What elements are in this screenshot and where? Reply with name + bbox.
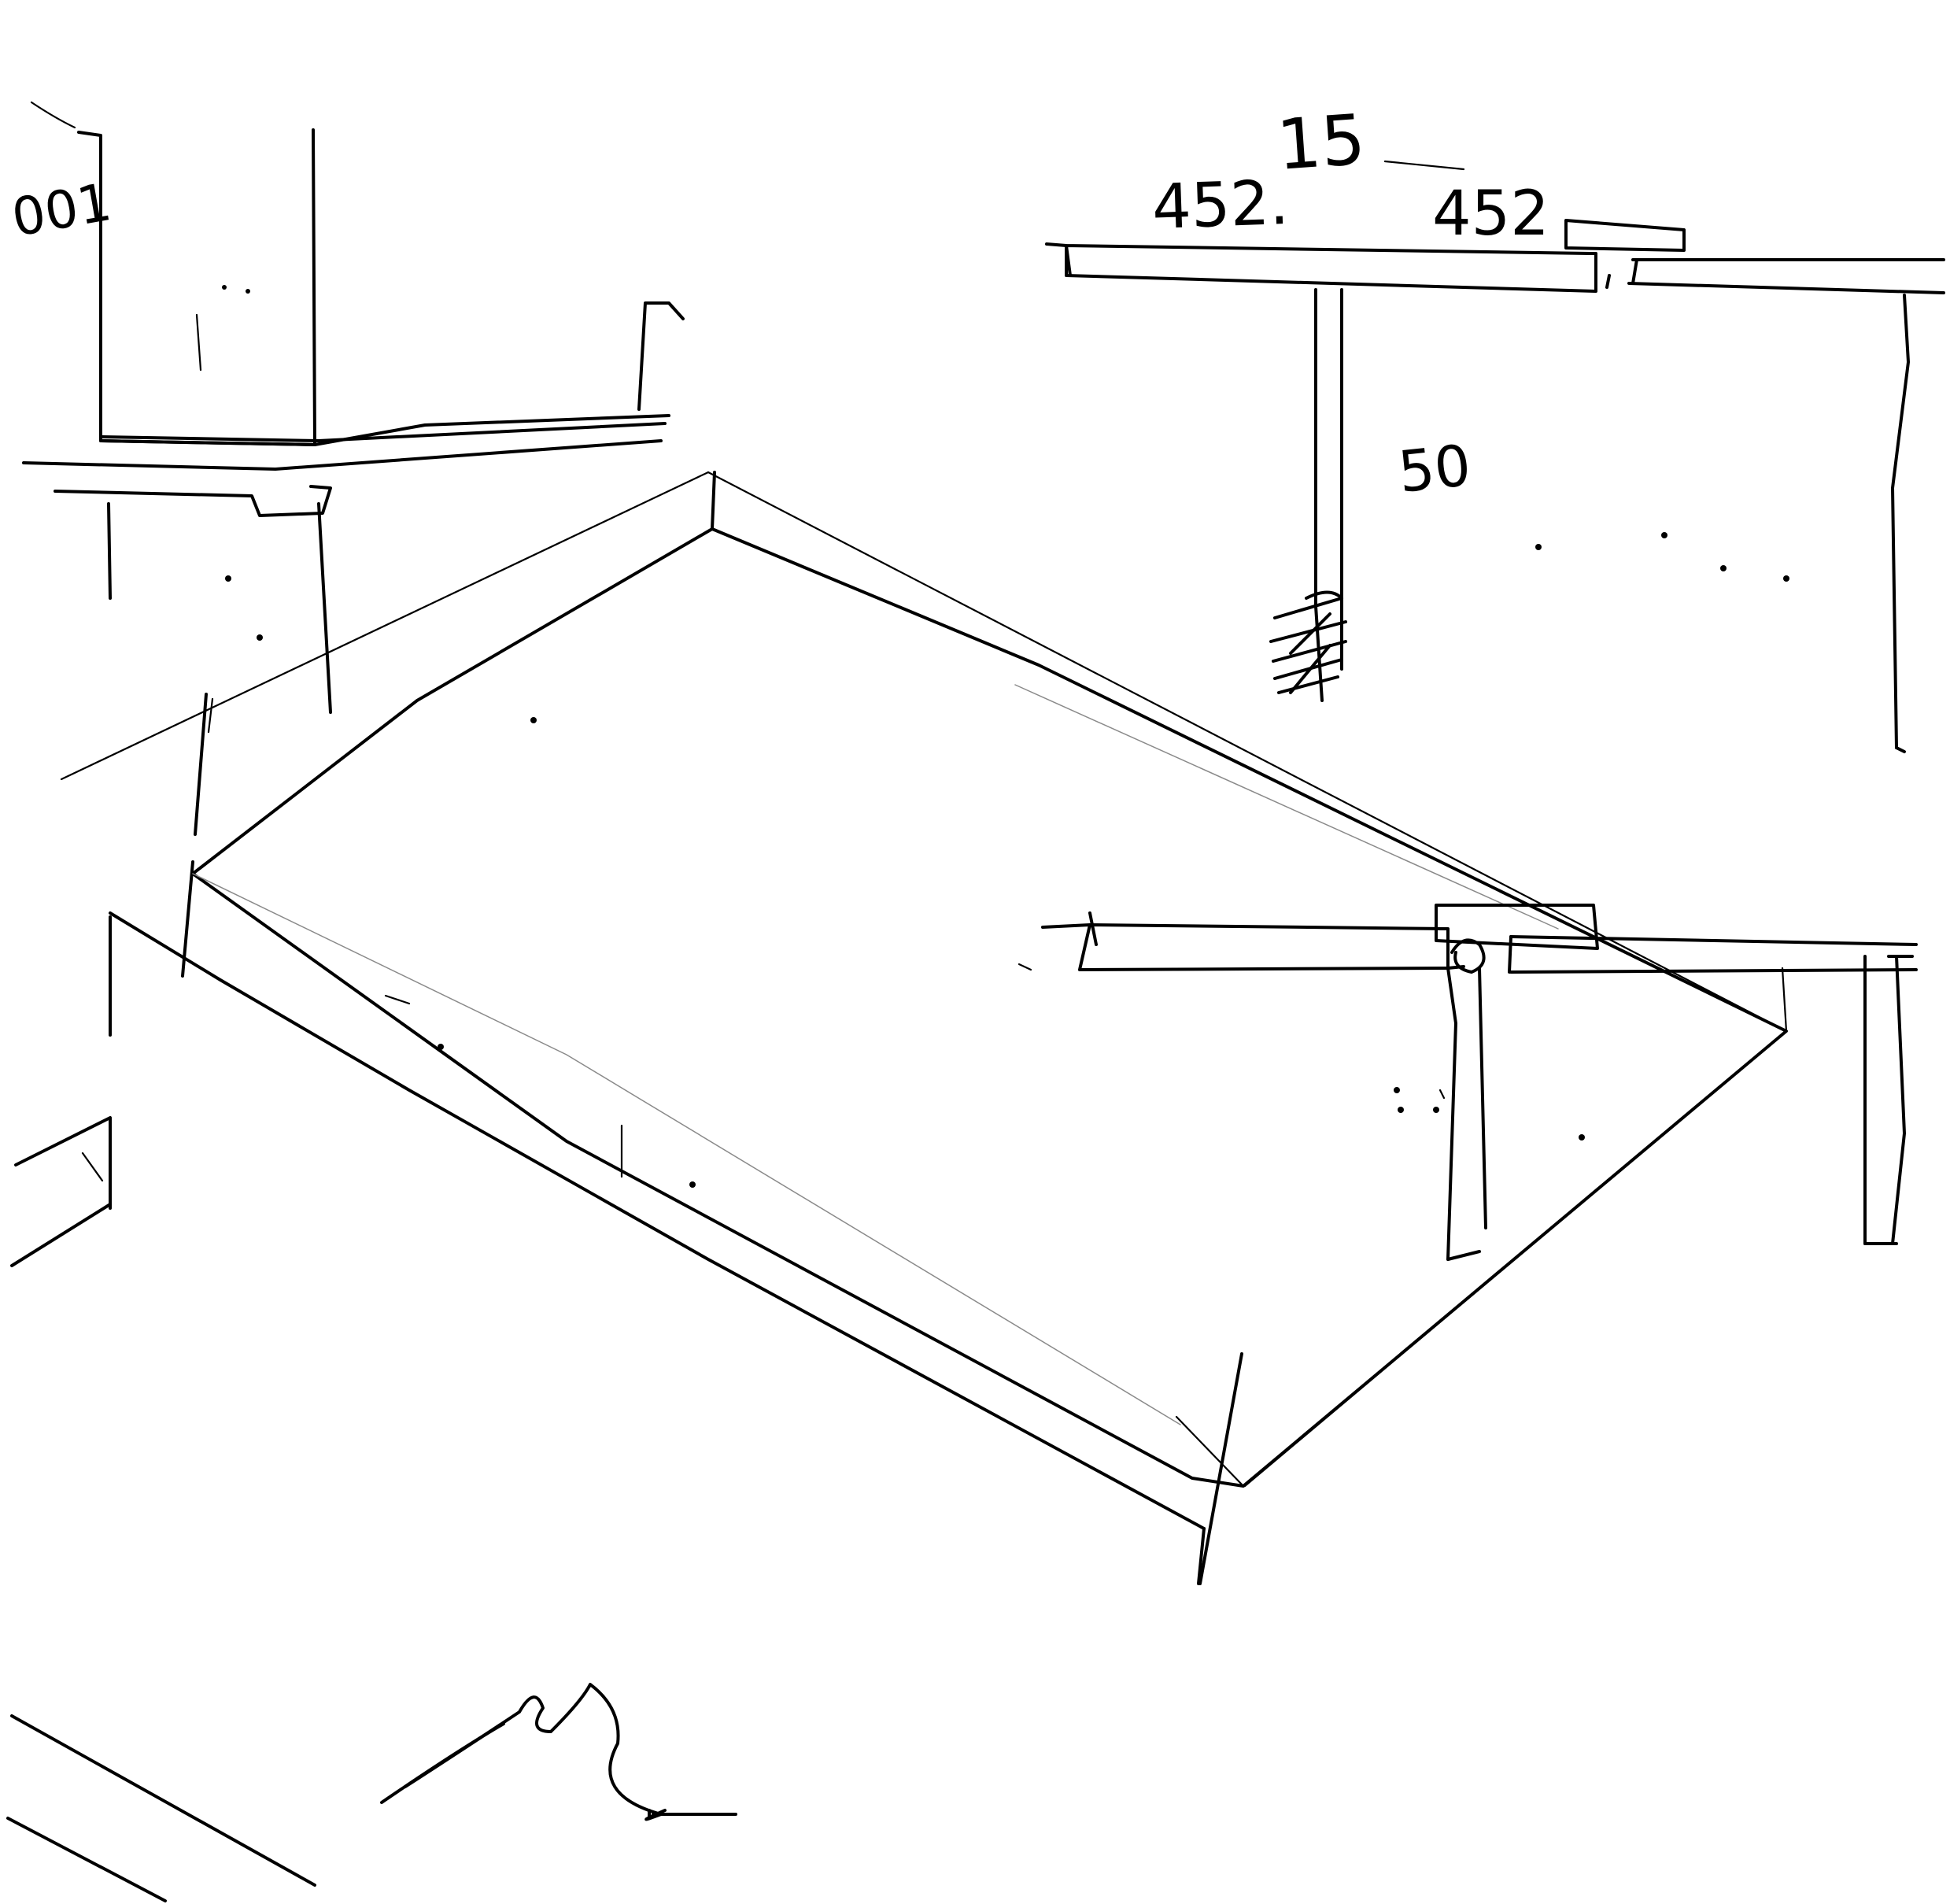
height-label: 50 [1395,432,1474,505]
bed-platform-sketch [60,471,1788,1585]
dimension-left-label: 452. [1151,168,1291,243]
fragment-bottom-left [6,1116,316,1902]
dimension-right-label: 452 [1432,179,1549,250]
section-detail-top [1045,160,1945,753]
section-detail-middle [1041,904,1918,1261]
cabinet-sketch [22,101,685,714]
annotations: 15 452. 452 50 001 [7,98,1549,505]
top-number-label: 15 [1274,98,1368,186]
stray-marks [195,285,1789,1188]
signature [380,1683,737,1821]
